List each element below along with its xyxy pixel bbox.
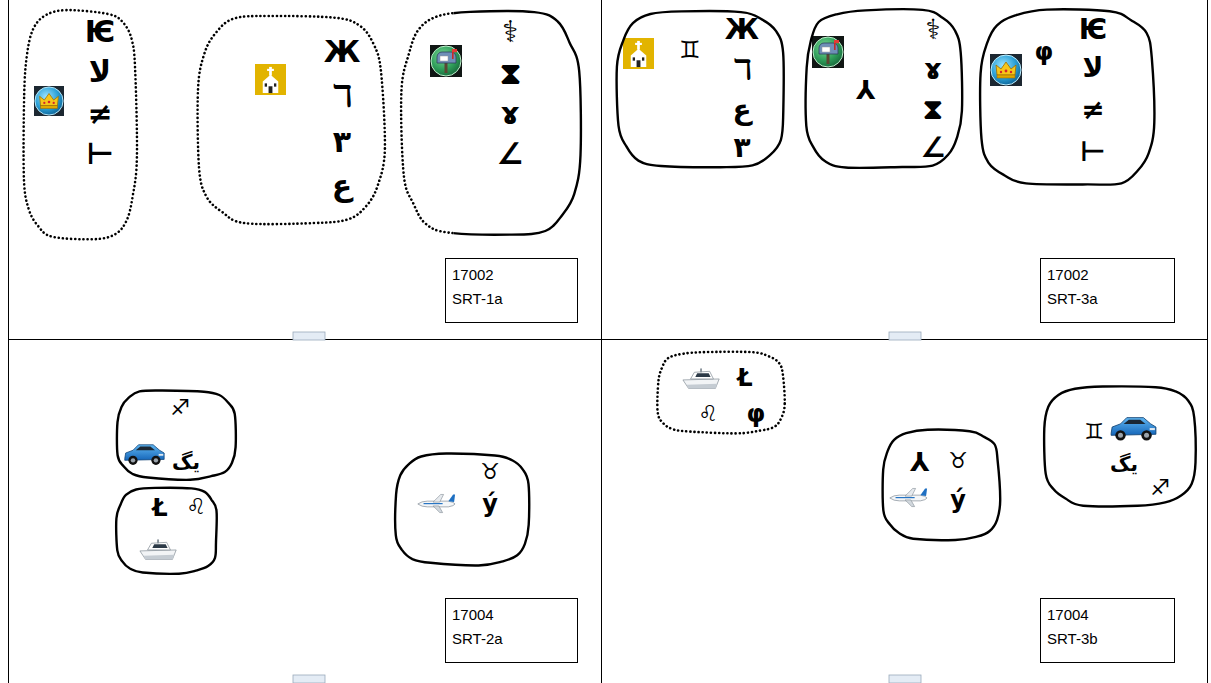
- glyph-symbol: ℸ: [732, 56, 751, 84]
- task-code: SRT-1a: [452, 287, 571, 311]
- symbol-blob: ♊︎ Жℸﻉ ٣: [612, 4, 790, 174]
- blob-line: [883, 430, 1001, 541]
- glyph-symbol: ٣: [733, 134, 750, 162]
- glyph-symbol: ý: [950, 488, 966, 512]
- record-number: 17002: [1047, 263, 1168, 287]
- blob-line: [401, 11, 453, 235]
- symbol-blob: Ѥﻻ ≠ ⊢: [18, 5, 142, 246]
- record-number: 17004: [1047, 603, 1168, 627]
- symbol-blob: ⅄ ♉︎ ý: [878, 425, 1005, 545]
- glyph-symbol: Ѥ: [1079, 16, 1107, 44]
- blob-line: [980, 9, 1154, 184]
- label-box: 17004SRT-2a: [445, 598, 578, 663]
- glyph-symbol: ⊢: [86, 139, 113, 169]
- blob-line: [1044, 386, 1195, 506]
- glyph-symbol: Ж: [725, 16, 759, 44]
- blob-line: [116, 488, 217, 574]
- blob-line: [806, 9, 962, 168]
- glyph-symbol: Ł: [152, 496, 167, 520]
- blob-outline: [612, 4, 790, 174]
- symbol-blob: ♊︎ یگ ♐︎: [1040, 380, 1200, 511]
- symbol-blob: Ł ♌︎: [112, 483, 222, 578]
- glyph-symbol: ﻉ: [332, 171, 353, 201]
- glyph-symbol: ≠: [87, 99, 112, 129]
- glyph-symbol: ∠: [920, 134, 945, 162]
- glyph-symbol: ♐︎: [1150, 477, 1170, 499]
- symbol-blob: φ Ѥﻻ ≠ ⊢: [975, 4, 1160, 192]
- blob-outline: [397, 5, 585, 242]
- glyph-symbol: ♊︎: [679, 38, 701, 62]
- glyph-symbol: ≠: [1081, 96, 1104, 124]
- glyph-symbol: یگ: [1110, 454, 1138, 474]
- blob-line: [198, 16, 385, 224]
- glyph-symbol: ♌︎: [186, 496, 206, 518]
- glyph-symbol: ♐︎: [170, 397, 190, 419]
- blob-line: [453, 11, 581, 235]
- glyph-symbol: ∠: [497, 139, 524, 169]
- small-buttons: [293, 332, 921, 683]
- label-box: 17002SRT-1a: [445, 258, 578, 323]
- glyph-symbol: ﻻ: [1083, 54, 1104, 82]
- glyph-symbol: ٣: [333, 127, 351, 157]
- glyph-symbol: ⚕: [925, 16, 940, 44]
- task-code: SRT-3a: [1047, 287, 1168, 311]
- task-code: SRT-2a: [452, 627, 571, 651]
- blob-outline: [878, 425, 1005, 545]
- symbol-blob: Łφ ♌︎: [652, 347, 790, 438]
- glyph-symbol: ♊︎: [1084, 421, 1104, 443]
- glyph-symbol: ⚕: [502, 17, 518, 47]
- blob-line: [395, 453, 529, 565]
- blob-line: [617, 11, 784, 167]
- glyph-symbol: ﻉ: [732, 96, 751, 124]
- blob-line: [117, 390, 236, 479]
- glyph-symbol: ♉︎: [480, 461, 500, 483]
- glyph-symbol: ♉︎: [948, 450, 968, 472]
- glyph-symbol: φ: [747, 402, 766, 426]
- record-number: 17004: [452, 603, 571, 627]
- blob-outline: [1040, 380, 1200, 511]
- glyph-symbol: ℸ: [332, 81, 353, 111]
- icons: [34, 36, 1156, 560]
- glyph-symbol: ♌︎: [698, 403, 718, 425]
- symbol-blob: Жℸ ٣ ﻉ: [192, 8, 390, 230]
- symbol-blob: ♐︎ یگ: [112, 385, 240, 484]
- blob-outline: [390, 449, 535, 570]
- glyph-symbol: ɤ: [500, 99, 519, 129]
- blob-line: [657, 352, 784, 434]
- glyph-symbol: Ж: [324, 37, 361, 67]
- glyph-symbol: φ: [1035, 40, 1054, 64]
- glyph-symbol: Ѥ: [85, 17, 115, 47]
- glyph-symbol: ⧗: [500, 59, 521, 89]
- label-box: 17004SRT-3b: [1040, 598, 1175, 663]
- record-number: 17002: [452, 263, 571, 287]
- symbol-blob: ♉︎ ý: [390, 449, 535, 570]
- symbol-blob: ⚕ ⧗ ɤ ∠: [397, 5, 585, 242]
- glyph-symbol: ﻻ: [89, 57, 111, 87]
- symbol-blob: ⅄ ⚕ ɤ ⧗ ∠: [800, 4, 968, 174]
- glyph-symbol: Ł: [737, 366, 752, 390]
- glyph-symbol: ⊢: [1080, 138, 1106, 166]
- grid-lines: [8, 0, 1208, 683]
- glyph-symbol: ɤ: [924, 56, 942, 84]
- blob-outline: [18, 5, 142, 246]
- glyph-symbol: ⧗: [923, 96, 943, 124]
- glyph-symbol: یگ: [172, 452, 200, 472]
- blob-outline: [975, 4, 1160, 192]
- blob-outline: [652, 347, 790, 438]
- blob-line: [24, 10, 137, 239]
- glyph-symbol: ⅄: [910, 449, 930, 475]
- task-code: SRT-3b: [1047, 627, 1168, 651]
- glyph-symbol: ⅄: [856, 77, 876, 103]
- glyph-symbol: ý: [482, 492, 498, 516]
- label-box: 17002SRT-3a: [1040, 258, 1175, 323]
